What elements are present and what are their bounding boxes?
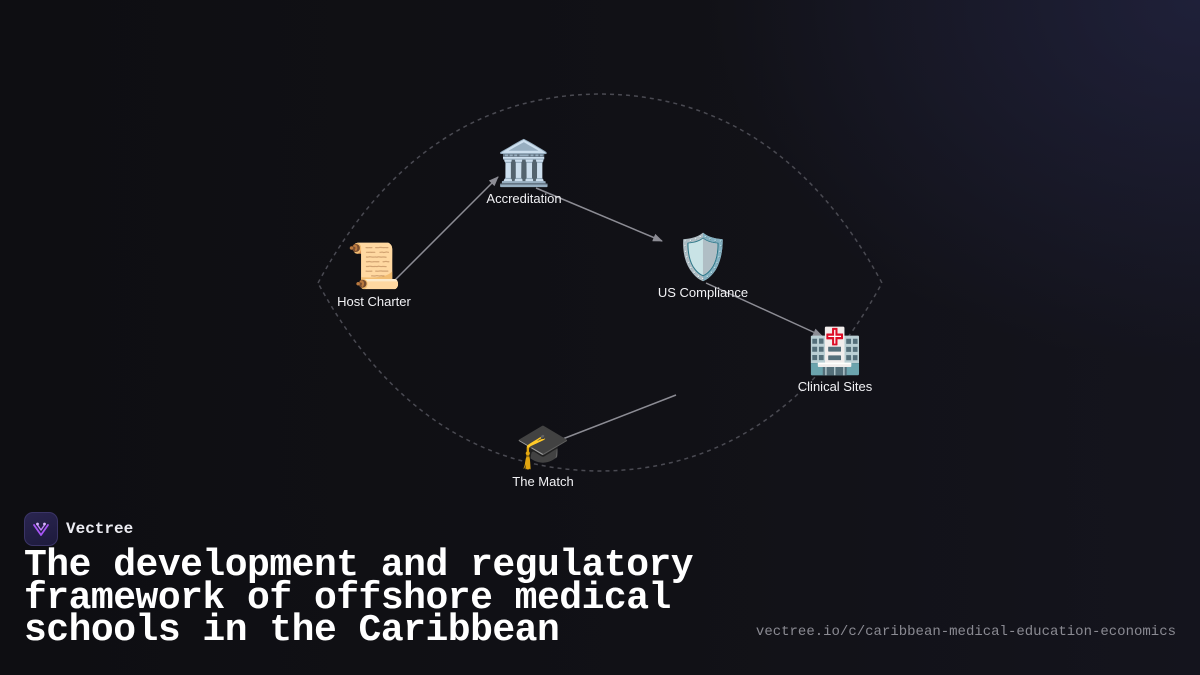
node-label: Host Charter — [337, 294, 411, 309]
page-title: The development and regulatory framework… — [24, 544, 694, 652]
graduation-cap-icon: 🎓 — [515, 422, 571, 471]
node-host-charter: 📜 Host Charter — [304, 242, 444, 309]
node-label: The Match — [512, 474, 574, 489]
hospital-icon: 🏥 — [807, 327, 863, 376]
classical-building-icon: 🏛️ — [496, 139, 552, 188]
node-clinical-sites: 🏥 Clinical Sites — [765, 327, 905, 394]
node-accreditation: 🏛️ Accreditation — [454, 139, 594, 206]
node-label: US Compliance — [657, 285, 749, 300]
edge-the-match-to-clinical-sites — [559, 394, 677, 441]
vectree-logo-icon — [24, 512, 58, 546]
shield-icon: 🛡️ — [675, 233, 731, 282]
source-url[interactable]: vectree.io/c/caribbean-medical-education… — [755, 624, 1176, 640]
edge-us-compliance-to-clinical-sites — [705, 282, 823, 337]
scroll-icon: 📜 — [346, 242, 402, 291]
edge-accreditation-to-us-compliance — [535, 187, 663, 242]
node-label: Clinical Sites — [797, 379, 873, 394]
node-the-match: 🎓 The Match — [473, 422, 613, 489]
cycle-ring — [317, 93, 883, 472]
node-label: Accreditation — [486, 191, 562, 206]
brand-name: Vectree — [66, 520, 134, 538]
node-us-compliance: 🛡️ US Compliance — [633, 233, 773, 300]
brand: Vectree — [24, 512, 133, 546]
edge-host-charter-to-accreditation — [391, 176, 499, 284]
